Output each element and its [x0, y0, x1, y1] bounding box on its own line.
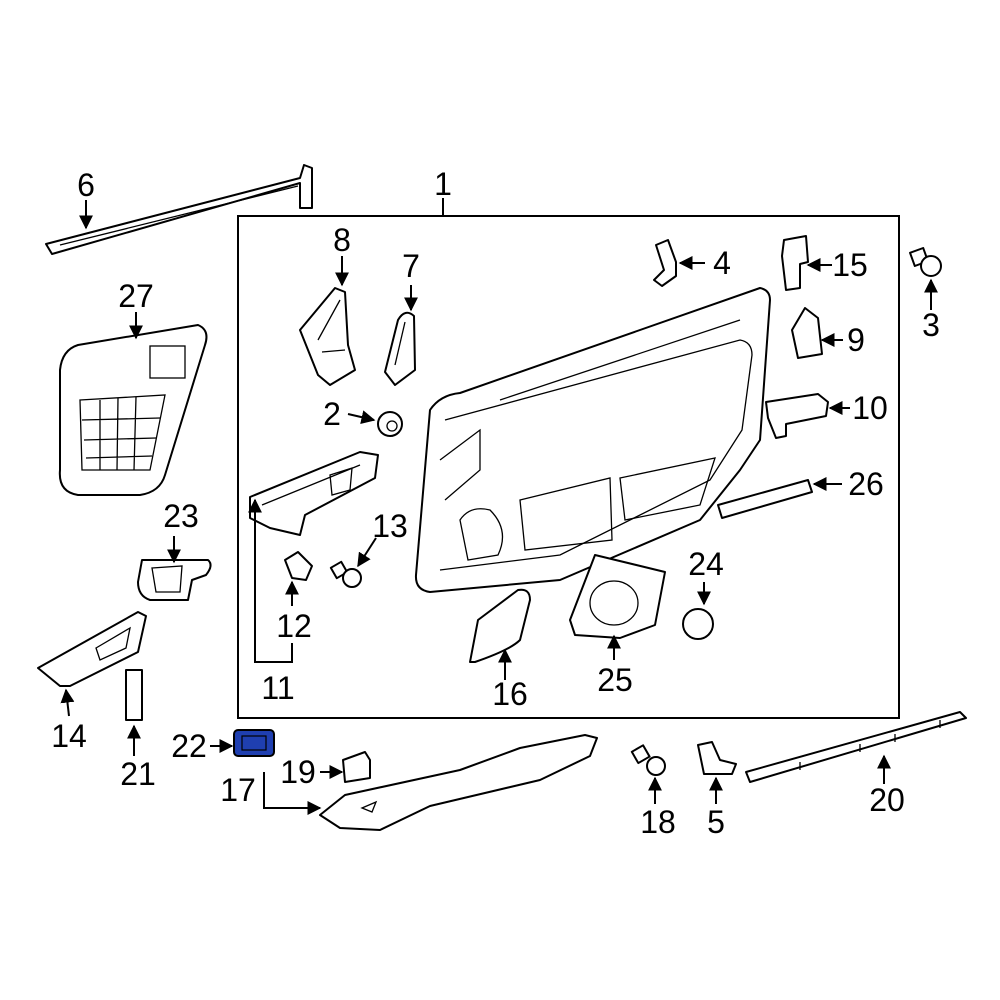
callout-labels: 1 2 3 4 5 6 7 8 9 10 11 12 13 14 15 16 1…	[51, 166, 940, 840]
callout-26: 26	[848, 466, 884, 502]
part-5-bracket[interactable]	[697, 741, 737, 775]
callout-9: 9	[847, 322, 865, 358]
part-23-switch-bezel[interactable]	[137, 559, 212, 601]
leader-arrows	[60, 200, 938, 815]
callout-7: 7	[402, 248, 420, 284]
callout-15: 15	[832, 247, 868, 283]
part-17-lower-trim[interactable]	[319, 734, 598, 831]
callout-2: 2	[323, 396, 341, 432]
callout-4: 4	[713, 245, 731, 281]
part-13-screw[interactable]	[329, 560, 362, 588]
part-22-switch-button[interactable]	[233, 729, 275, 757]
callout-21: 21	[120, 756, 156, 792]
part-3-screw[interactable]	[909, 247, 942, 277]
part-7-tweeter-cover[interactable]	[384, 311, 416, 386]
callout-20: 20	[869, 782, 905, 818]
assembly-frame	[237, 215, 900, 719]
part-27-grille-panel[interactable]	[58, 324, 208, 496]
part-12-clip[interactable]	[284, 551, 313, 581]
part-9-clip[interactable]	[791, 307, 823, 359]
part-26-trim-strip[interactable]	[717, 479, 813, 519]
part-15-clip[interactable]	[781, 235, 809, 291]
callout-8: 8	[333, 222, 351, 258]
part-14-armrest-cover[interactable]	[37, 611, 147, 687]
part-4-bracket[interactable]	[653, 239, 677, 287]
callout-10: 10	[852, 390, 888, 426]
part-11-armrest-bracket[interactable]	[249, 451, 379, 536]
callout-27: 27	[118, 278, 154, 314]
part-18-screw[interactable]	[630, 744, 666, 776]
part-6-window-seal[interactable]	[45, 164, 313, 255]
part-2-clip[interactable]	[377, 411, 403, 437]
callout-16: 16	[492, 676, 528, 712]
part-24-cap[interactable]	[682, 608, 714, 640]
callout-18: 18	[640, 804, 676, 840]
callout-12: 12	[276, 608, 312, 644]
callout-5: 5	[707, 804, 725, 840]
callout-23: 23	[163, 498, 199, 534]
callout-13: 13	[372, 508, 408, 544]
callout-3: 3	[922, 307, 940, 343]
part-8-mirror-bracket[interactable]	[299, 287, 356, 386]
callout-22: 22	[171, 728, 207, 764]
callout-19: 19	[280, 754, 316, 790]
part-20-seal-strip[interactable]	[745, 711, 967, 783]
door-trim-panel[interactable]	[414, 287, 771, 593]
callout-17: 17	[220, 772, 256, 808]
callout-14: 14	[51, 718, 87, 754]
part-21-switch[interactable]	[125, 669, 143, 721]
callout-6: 6	[77, 167, 95, 203]
callout-24: 24	[688, 546, 724, 582]
callout-25: 25	[597, 662, 633, 698]
part-16-cover[interactable]	[469, 588, 531, 663]
part-10-pull-handle[interactable]	[765, 393, 829, 439]
callout-1: 1	[434, 166, 452, 202]
callout-11: 11	[261, 670, 294, 706]
part-19-clip[interactable]	[342, 751, 371, 783]
